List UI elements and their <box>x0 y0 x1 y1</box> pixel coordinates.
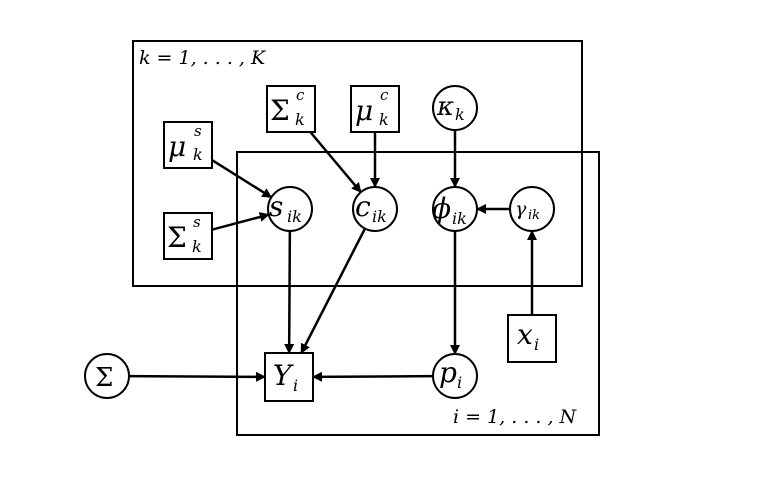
label-kappa: κk <box>436 92 465 124</box>
node-phi <box>432 186 478 232</box>
node-sigma-s <box>163 212 213 260</box>
label-Y: Yi <box>273 359 298 395</box>
plate-i <box>236 151 600 436</box>
node-gamma <box>509 186 555 232</box>
edge-Sigma-to-Y <box>128 371 266 382</box>
edge-mu_s-to-s <box>211 158 273 199</box>
label-c: cik <box>355 190 387 226</box>
node-Sigma <box>84 353 130 399</box>
edge-sigma_s-to-s <box>211 212 270 231</box>
edge-p-to-Y <box>312 371 434 382</box>
edge-sigma_c-to-c <box>309 131 362 193</box>
plate-i-label: i = 1, . . . , N <box>453 406 578 428</box>
node-mu-c <box>350 85 400 133</box>
node-x <box>507 314 557 363</box>
node-s <box>267 186 313 232</box>
node-Y <box>264 352 314 402</box>
label-x: xi <box>517 318 539 354</box>
node-kappa <box>432 85 478 131</box>
label-phi: ϕik <box>432 192 467 228</box>
label-Sigma: Σ <box>95 363 113 393</box>
plate-k <box>132 40 583 287</box>
node-mu-s <box>163 121 213 169</box>
edge-c-to-Y <box>300 228 367 354</box>
edge-s-to-Y <box>284 230 295 354</box>
plate-k-label: k = 1, . . . , K <box>139 47 267 69</box>
node-sigma-c <box>266 85 316 133</box>
node-p <box>432 353 478 399</box>
edges-layer <box>128 130 537 382</box>
node-c <box>352 186 398 232</box>
label-p: pi <box>439 356 462 392</box>
